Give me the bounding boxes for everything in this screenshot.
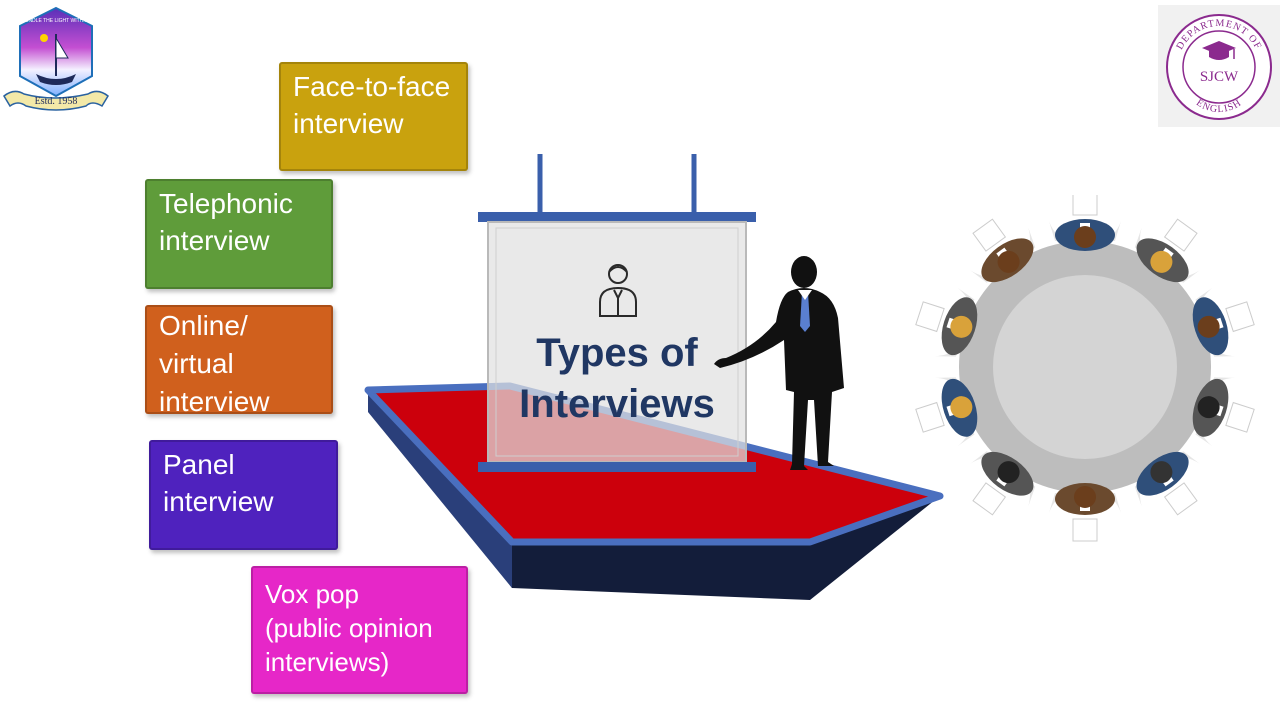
online-virtual-interview-box: Online/ virtual interview [145, 305, 333, 414]
meeting-person [1049, 483, 1121, 542]
round-table-meeting-icon [915, 195, 1255, 542]
meeting-person [970, 218, 1036, 283]
meeting-person [1192, 287, 1255, 357]
box-line: interview [159, 225, 270, 257]
logo-sjcw-text: SJCW [1200, 69, 1239, 85]
panel-interview-box: Panel interview [149, 440, 338, 550]
vox-pop-interview-box: Vox pop (public opinion interviews) [251, 566, 468, 694]
presentation-board [478, 154, 756, 472]
college-logo: Estd. 1958 KINDLE THE LIGHT WITHIN [3, 6, 109, 111]
face-to-face-interview-box: Face-to-face interview [279, 62, 468, 171]
logo-motto-text: KINDLE THE LIGHT WITHIN [24, 18, 89, 24]
box-line: Panel [163, 449, 235, 480]
box-line: interview [159, 386, 270, 414]
board-title-line: Types of [536, 331, 698, 375]
meeting-person [1134, 451, 1200, 516]
meeting-person [1192, 377, 1255, 447]
person-icon [599, 264, 637, 317]
box-line: interview [293, 108, 404, 140]
graduation-cap-icon [1202, 41, 1236, 60]
box-line: (public opinion [265, 612, 433, 643]
logo-english-text: ENGLISH [1194, 97, 1243, 115]
meeting-person [1049, 195, 1121, 251]
meeting-people [915, 195, 1255, 542]
box-line: virtual [159, 348, 234, 380]
board-title-line: Interviews [519, 381, 715, 426]
logo-established-text: Estd. 1958 [35, 96, 78, 107]
meeting-person [915, 377, 978, 447]
box-line: Online/ [159, 310, 248, 341]
department-logo: DEPARTMENT OF ENGLISH SJCW [1158, 5, 1280, 127]
stage-illustration [364, 154, 944, 600]
meeting-person [915, 287, 978, 357]
box-line: Face-to-face [293, 71, 451, 102]
box-line: Telephonic [159, 188, 293, 219]
svg-text:ENGLISH: ENGLISH [1194, 97, 1244, 115]
box-line: Vox pop [265, 579, 359, 609]
box-line: interview [163, 486, 274, 518]
board-title: Types of Interviews [488, 328, 746, 430]
meeting-person [1134, 218, 1200, 283]
box-line: interviews) [265, 646, 390, 677]
telephonic-interview-box: Telephonic interview [145, 179, 333, 289]
presenter-silhouette-icon [714, 256, 844, 470]
meeting-person [970, 451, 1036, 516]
